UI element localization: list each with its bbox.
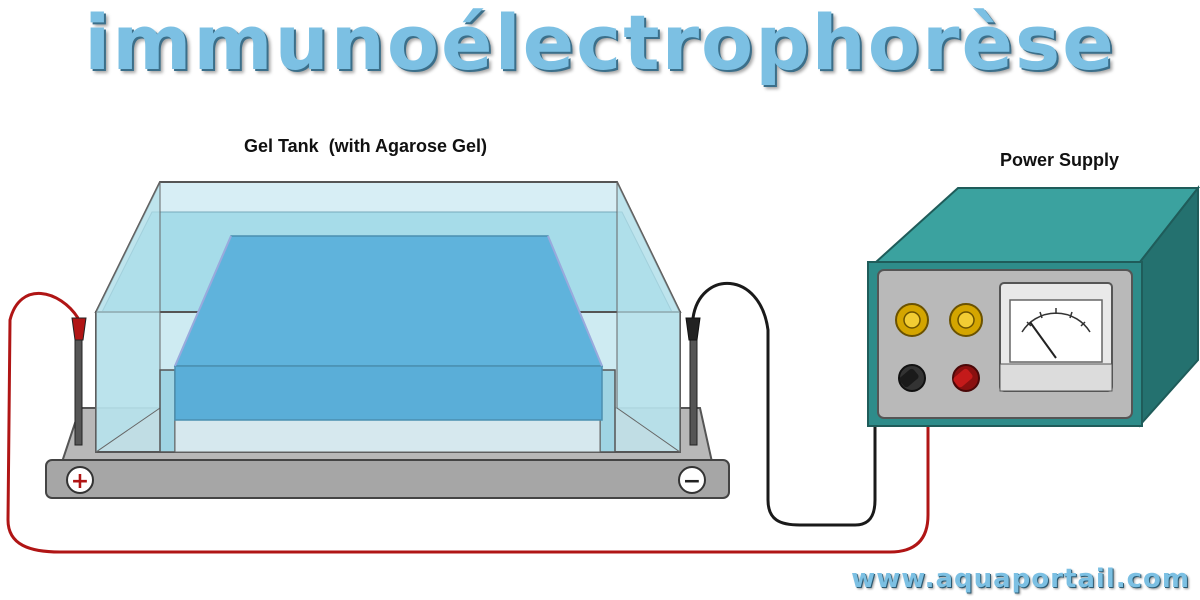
power-supply [867, 185, 1200, 428]
positive-terminal: + [66, 466, 94, 494]
power-supply-label: Power Supply [1000, 150, 1120, 170]
positive-electrode [71, 317, 87, 446]
watermark: www.aquaportail.com [851, 564, 1190, 594]
negative-terminal: − [678, 466, 706, 494]
knob [895, 303, 929, 337]
gel-tank-label: Gel Tank (with Agarose Gel) [244, 136, 488, 156]
negative-symbol: − [683, 469, 701, 494]
meter [999, 282, 1113, 392]
page-title: immunoélectrophorèse [84, 0, 1116, 87]
negative-output-jack [898, 364, 926, 392]
agarose-gel [173, 235, 604, 421]
knob [949, 303, 983, 337]
negative-electrode [685, 317, 701, 446]
positive-output-jack [952, 364, 980, 392]
positive-symbol: + [71, 469, 89, 494]
meter-needle [1029, 321, 1057, 359]
